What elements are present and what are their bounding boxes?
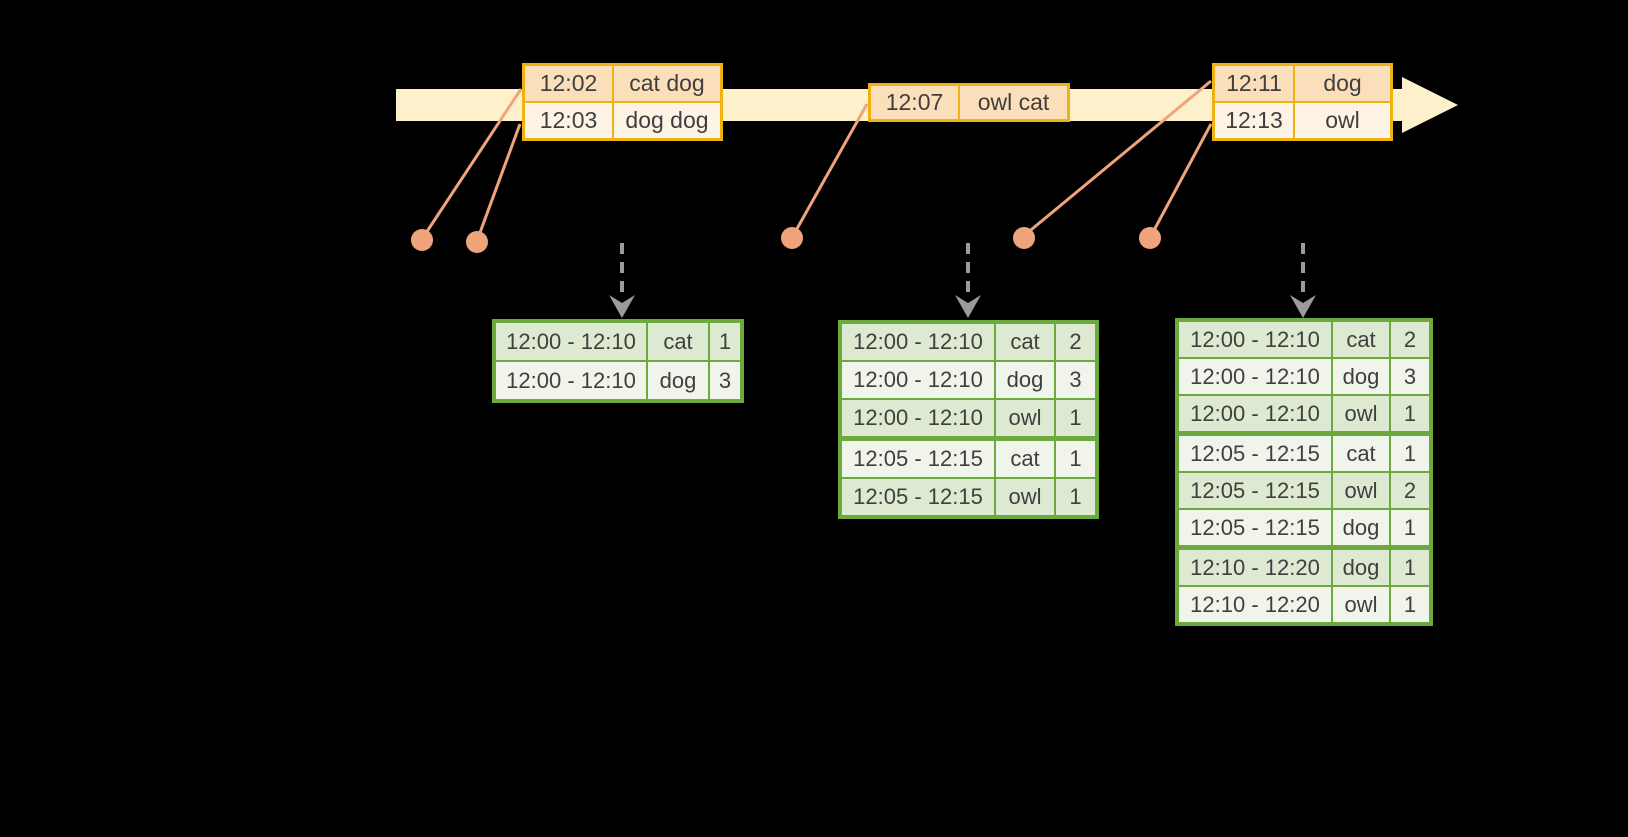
event-connector-line: [1025, 79, 1212, 236]
result-word-cell: owl: [994, 400, 1054, 436]
result-count-cell: 1: [1054, 479, 1095, 515]
result-word-cell: cat: [1331, 436, 1389, 471]
result-window-cell: 12:00 - 12:10: [496, 362, 646, 399]
event-marker-dot: [1013, 227, 1035, 249]
event-words-cell: dog: [1293, 66, 1390, 101]
event-time-cell: 12:07: [871, 86, 958, 119]
event-time-cell: 12:13: [1215, 103, 1293, 138]
result-word-cell: owl: [1331, 473, 1389, 508]
result-count-cell: 1: [1389, 587, 1429, 622]
result-word-cell: dog: [1331, 359, 1389, 394]
result-window-cell: 12:05 - 12:15: [1179, 436, 1331, 471]
event-time-cell: 12:03: [525, 103, 612, 138]
result-window-cell: 12:05 - 12:15: [842, 441, 994, 477]
result-window-cell: 12:05 - 12:15: [842, 479, 994, 515]
trigger-arrowhead: [955, 295, 981, 318]
event-time-cell: 12:11: [1215, 66, 1293, 101]
result-count-cell: 1: [1389, 510, 1429, 545]
result-word-cell: owl: [1331, 587, 1389, 622]
result-window-cell: 12:05 - 12:15: [1179, 510, 1331, 545]
trigger-arrowhead: [609, 295, 635, 318]
result-count-cell: 1: [1389, 396, 1429, 431]
event-connector-line: [422, 88, 523, 237]
event-marker-dot: [1139, 227, 1161, 249]
event-marker-dot: [466, 231, 488, 253]
result-window-cell: 12:00 - 12:10: [1179, 322, 1331, 357]
event-marker-dot: [411, 229, 433, 251]
event-marker-dot: [781, 227, 803, 249]
result-window-cell: 12:00 - 12:10: [1179, 396, 1331, 431]
event-connector-line: [476, 123, 522, 239]
result-window-cell: 12:00 - 12:10: [842, 400, 994, 436]
result-count-cell: 1: [1389, 436, 1429, 471]
result-count-cell: 1: [1054, 441, 1095, 477]
event-time-cell: 12:02: [525, 66, 612, 101]
event-connector-line: [792, 103, 869, 235]
result-window-cell: 12:00 - 12:10: [1179, 359, 1331, 394]
result-word-cell: dog: [1331, 510, 1389, 545]
result-word-cell: cat: [1331, 322, 1389, 357]
result-window-cell: 12:05 - 12:15: [1179, 473, 1331, 508]
result-word-cell: owl: [1331, 396, 1389, 431]
result-word-cell: dog: [1331, 550, 1389, 585]
result-window-cell: 12:00 - 12:10: [842, 324, 994, 360]
result-count-cell: 3: [1054, 362, 1095, 398]
result-word-cell: owl: [994, 479, 1054, 515]
result-window-cell: 12:00 - 12:10: [496, 323, 646, 360]
event-words-cell: owl cat: [958, 86, 1067, 119]
result-count-cell: 1: [1389, 550, 1429, 585]
event-words-cell: owl: [1293, 103, 1390, 138]
event-connector-line: [1150, 123, 1213, 235]
result-count-cell: 3: [708, 362, 740, 399]
result-count-cell: 1: [708, 323, 740, 360]
result-window-cell: 12:10 - 12:20: [1179, 587, 1331, 622]
result-count-cell: 3: [1389, 359, 1429, 394]
result-count-cell: 2: [1389, 473, 1429, 508]
trigger-arrowhead: [1290, 295, 1316, 318]
result-word-cell: dog: [646, 362, 708, 399]
result-word-cell: cat: [646, 323, 708, 360]
result-word-cell: cat: [994, 324, 1054, 360]
result-word-cell: dog: [994, 362, 1054, 398]
event-words-cell: dog dog: [612, 103, 720, 138]
event-words-cell: cat dog: [612, 66, 720, 101]
result-window-cell: 12:10 - 12:20: [1179, 550, 1331, 585]
result-count-cell: 1: [1054, 400, 1095, 436]
result-window-cell: 12:00 - 12:10: [842, 362, 994, 398]
result-count-cell: 2: [1054, 324, 1095, 360]
result-word-cell: cat: [994, 441, 1054, 477]
result-count-cell: 2: [1389, 322, 1429, 357]
